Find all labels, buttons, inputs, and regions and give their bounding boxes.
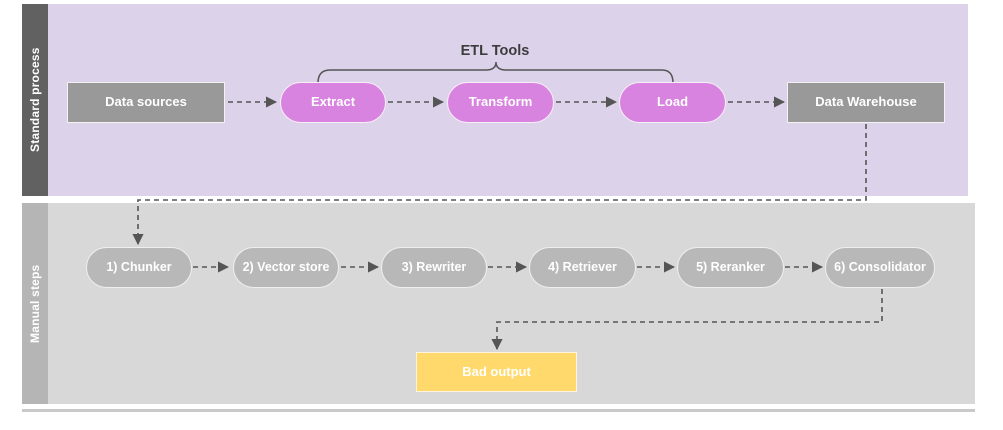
node-extract[interactable]: Extract	[280, 82, 386, 123]
etl-tools-label: ETL Tools	[460, 43, 530, 59]
node-data-sources[interactable]: Data sources	[67, 82, 225, 123]
node-chunker[interactable]: 1) Chunker	[86, 247, 192, 288]
node-rewriter[interactable]: 3) Rewriter	[381, 247, 487, 288]
lane-label-manual-steps: Manual steps	[22, 203, 48, 404]
bottom-divider-rule	[22, 409, 975, 412]
node-vector-store[interactable]: 2) Vector store	[233, 247, 339, 288]
node-consolidator[interactable]: 6) Consolidator	[825, 247, 935, 288]
node-retriever[interactable]: 4) Retriever	[529, 247, 636, 288]
node-reranker[interactable]: 5) Reranker	[677, 247, 784, 288]
node-bad-output[interactable]: Bad output	[416, 352, 577, 392]
lane-label-standard-process: Standard process	[22, 4, 48, 196]
node-transform[interactable]: Transform	[447, 82, 554, 123]
node-load[interactable]: Load	[619, 82, 726, 123]
node-data-warehouse[interactable]: Data Warehouse	[787, 82, 945, 123]
